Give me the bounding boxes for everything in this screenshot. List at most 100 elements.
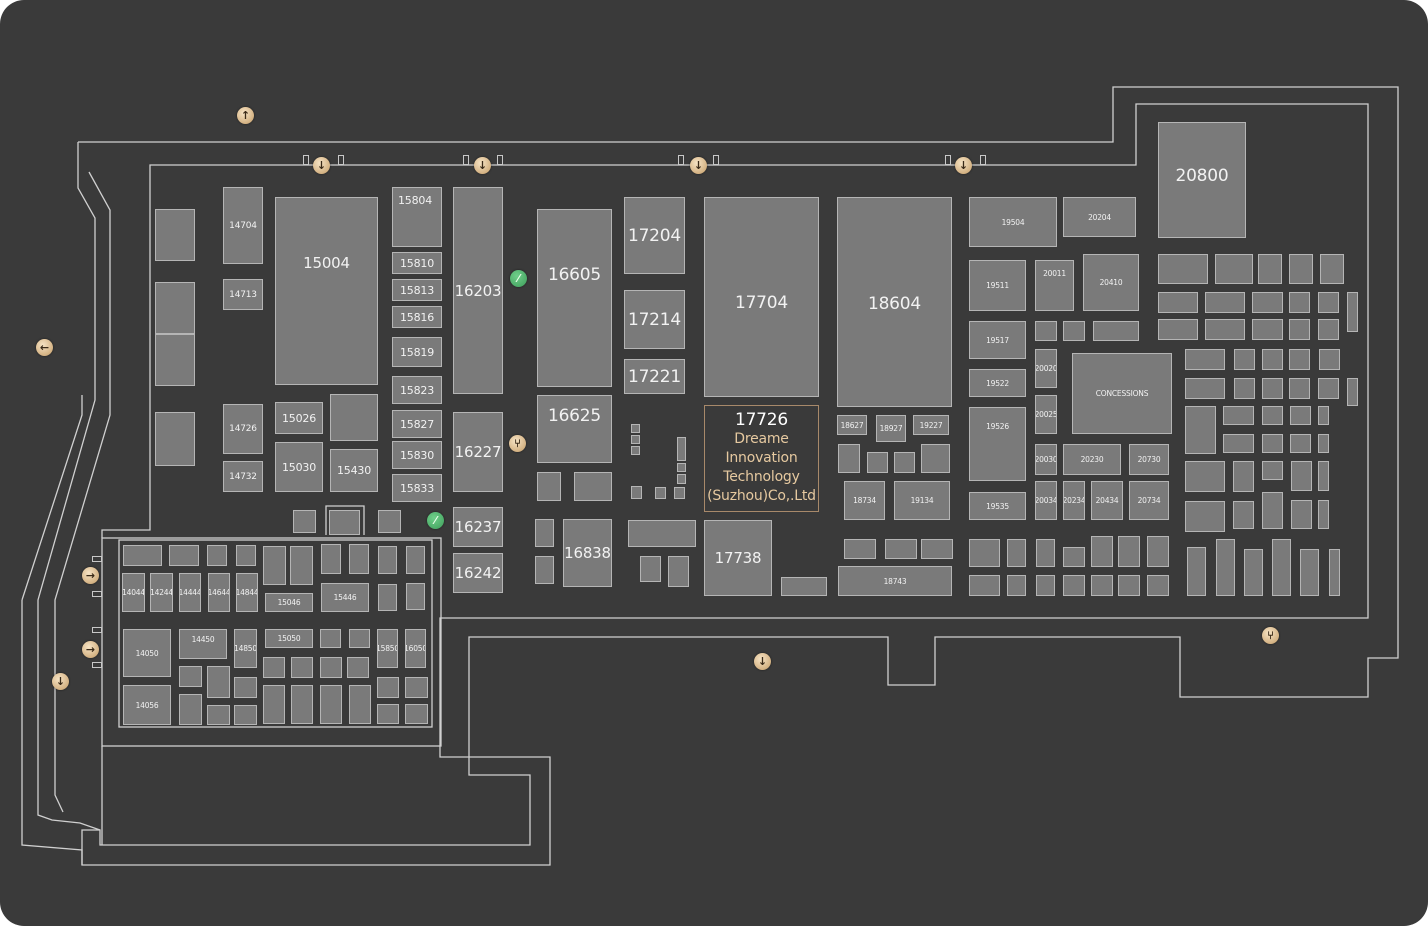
booth-unlabeled[interactable] — [320, 629, 341, 648]
booth-unlabeled[interactable] — [378, 546, 397, 574]
arrow-down-icon[interactable]: ↓ — [955, 157, 972, 174]
booth-unlabeled[interactable] — [1234, 349, 1255, 370]
booth-unlabeled[interactable] — [291, 657, 313, 678]
booth-unlabeled[interactable] — [1318, 500, 1329, 529]
restaurant-icon[interactable]: ⑂ — [1262, 627, 1279, 644]
booth-unlabeled[interactable] — [535, 556, 554, 584]
booth-unlabeled[interactable] — [207, 545, 227, 566]
booth-unlabeled[interactable] — [1118, 536, 1140, 567]
arrow-right-icon[interactable]: → — [82, 567, 99, 584]
booth-17704[interactable]: 17704 — [704, 197, 819, 397]
booth-unlabeled[interactable] — [631, 435, 640, 444]
booth-19526[interactable]: 19526 — [969, 407, 1026, 481]
booth-16050[interactable]: 16050 — [405, 629, 426, 668]
booth-unlabeled[interactable] — [1185, 461, 1225, 492]
booth-unlabeled[interactable] — [631, 486, 642, 499]
arrow-right-icon[interactable]: → — [82, 641, 99, 658]
booth-unlabeled[interactable] — [1318, 292, 1339, 313]
booth-unlabeled[interactable] — [179, 666, 202, 687]
booth-unlabeled[interactable] — [969, 539, 1000, 567]
booth-unlabeled[interactable] — [1258, 254, 1282, 284]
booth-unlabeled[interactable] — [349, 685, 371, 724]
booth-16237[interactable]: 16237 — [453, 507, 503, 547]
booth-20030[interactable]: 20030 — [1035, 444, 1057, 475]
booth-unlabeled[interactable] — [330, 394, 378, 441]
booth-unlabeled[interactable] — [349, 629, 370, 648]
booth-unlabeled[interactable] — [1252, 292, 1283, 313]
booth-unlabeled[interactable] — [1262, 434, 1283, 453]
booth-14050[interactable]: 14050 — [123, 629, 171, 677]
info-point-icon[interactable]: ⁄ — [427, 512, 444, 529]
booth-unlabeled[interactable] — [674, 487, 685, 499]
booth-unlabeled[interactable] — [631, 424, 640, 433]
booth-unlabeled[interactable] — [1007, 575, 1026, 596]
booth-18927[interactable]: 18927 — [876, 415, 906, 442]
booth-14726[interactable]: 14726 — [223, 404, 263, 454]
booth-unlabeled[interactable] — [640, 556, 661, 582]
booth-unlabeled[interactable] — [155, 282, 195, 334]
booth-15446[interactable]: 15446 — [321, 583, 369, 612]
booth-unlabeled[interactable] — [1185, 501, 1225, 532]
booth-unlabeled[interactable] — [1223, 406, 1254, 425]
booth-14244[interactable]: 14244 — [150, 573, 173, 612]
booth-unlabeled[interactable] — [377, 704, 399, 724]
booth-14713[interactable]: 14713 — [223, 279, 263, 310]
booth-unlabeled[interactable] — [320, 685, 342, 724]
booth-unlabeled[interactable] — [631, 446, 640, 455]
booth-unlabeled[interactable] — [1185, 378, 1225, 399]
booth-18743[interactable]: 18743 — [838, 566, 952, 596]
featured-booth-17726[interactable]: 17726 Dreame Innovation Technology (Suzh… — [704, 405, 819, 512]
booth-unlabeled[interactable] — [1347, 378, 1358, 406]
arrow-down-icon[interactable]: ↓ — [690, 157, 707, 174]
booth-unlabeled[interactable] — [1329, 549, 1340, 596]
booth-unlabeled[interactable] — [1244, 549, 1263, 596]
booth-unlabeled[interactable] — [320, 657, 342, 678]
booth-unlabeled[interactable] — [1289, 349, 1310, 370]
booth-14704[interactable]: 14704 — [223, 187, 263, 264]
booth-unlabeled[interactable] — [1091, 575, 1113, 596]
booth-19511[interactable]: 19511 — [969, 260, 1026, 311]
booth-unlabeled[interactable] — [1063, 321, 1085, 341]
booth-15827[interactable]: 15827 — [392, 410, 442, 438]
booth-15813[interactable]: 15813 — [392, 279, 442, 301]
booth-unlabeled[interactable] — [1036, 539, 1055, 567]
booth-unlabeled[interactable] — [1035, 321, 1057, 341]
booth-unlabeled[interactable] — [1289, 378, 1310, 399]
booth-unlabeled[interactable] — [263, 657, 285, 678]
booth-unlabeled[interactable] — [405, 704, 428, 724]
booth-unlabeled[interactable] — [321, 544, 341, 574]
booth-15030[interactable]: 15030 — [275, 442, 323, 492]
booth-20234[interactable]: 20234 — [1063, 481, 1085, 520]
booth-unlabeled[interactable] — [377, 677, 399, 698]
booth-unlabeled[interactable] — [1319, 349, 1340, 370]
booth-unlabeled[interactable] — [1252, 319, 1283, 340]
booth-15026[interactable]: 15026 — [275, 402, 323, 434]
booth-unlabeled[interactable] — [1318, 461, 1329, 491]
booth-unlabeled[interactable] — [921, 539, 953, 559]
info-point-icon[interactable]: ⁄ — [510, 270, 527, 287]
booth-20730[interactable]: 20730 — [1129, 444, 1169, 475]
booth-unlabeled[interactable] — [179, 694, 202, 725]
booth-unlabeled[interactable] — [234, 677, 257, 698]
booth-unlabeled[interactable] — [1262, 378, 1283, 399]
booth-unlabeled[interactable] — [406, 583, 425, 610]
booth-unlabeled[interactable] — [378, 510, 401, 533]
booth-unlabeled[interactable] — [263, 685, 285, 724]
booth-18627[interactable]: 18627 — [837, 415, 867, 435]
booth-14450[interactable]: 14450 — [179, 629, 227, 659]
booth-14056[interactable]: 14056 — [123, 685, 171, 725]
booth-unlabeled[interactable] — [234, 705, 257, 725]
booth-20204[interactable]: 20204 — [1063, 197, 1136, 237]
booth-unlabeled[interactable] — [207, 666, 230, 698]
booth-unlabeled[interactable] — [894, 452, 915, 473]
booth-unlabeled[interactable] — [921, 444, 950, 473]
booth-16242[interactable]: 16242 — [453, 553, 503, 593]
booth-18604[interactable]: 18604 — [837, 197, 952, 407]
booth-17738[interactable]: 17738 — [704, 520, 772, 596]
booth-15046[interactable]: 15046 — [265, 593, 313, 612]
booth-20034[interactable]: 20034 — [1035, 481, 1057, 520]
booth-unlabeled[interactable] — [1234, 378, 1255, 399]
booth-15833[interactable]: 15833 — [392, 474, 442, 502]
booth-unlabeled[interactable] — [155, 334, 195, 386]
